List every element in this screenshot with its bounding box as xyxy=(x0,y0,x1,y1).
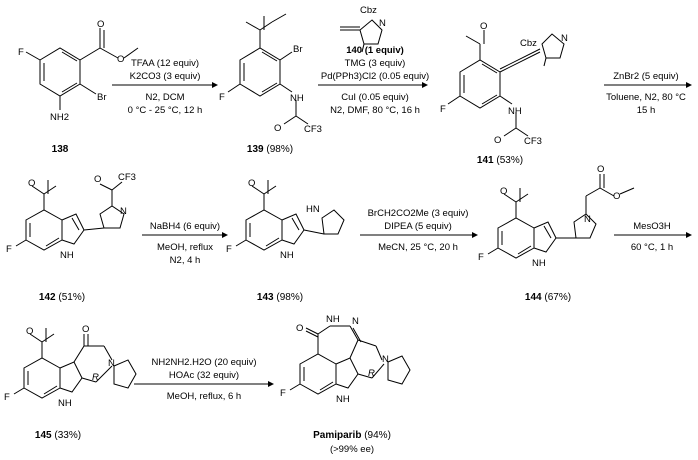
atom-nh2: NH2 xyxy=(50,112,69,123)
step5-reagent-2: DIPEA (5 equiv) xyxy=(384,221,452,232)
step2-reagent-3: Pd(PPh3)Cl2 (0.05 equiv) xyxy=(321,71,429,82)
compound-138-structure: F O O Br NH2 xyxy=(18,19,139,123)
compound-143-structure: F O NH HN xyxy=(226,178,345,261)
compound-label-141: 141 (53%) xyxy=(477,155,523,166)
atom-f: F xyxy=(4,392,10,403)
compound-label-145: 145 (33%) xyxy=(35,430,81,441)
atom-o: O xyxy=(248,178,255,189)
reaction-arrow-3 xyxy=(604,82,692,88)
atom-o: O xyxy=(296,323,303,334)
atom-o: O xyxy=(28,178,35,189)
atom-n: N xyxy=(352,316,359,327)
atom-nh: NH xyxy=(326,314,340,325)
step4-condition-1: MeOH, reflux xyxy=(157,242,213,253)
atom-n: N xyxy=(379,18,386,29)
atom-n: N xyxy=(561,33,568,44)
compound-139-structure: F Br NH O CF3 xyxy=(219,13,322,135)
compound-label-144: 144 (67%) xyxy=(525,292,571,303)
atom-o: O xyxy=(117,54,124,65)
atom-o: O xyxy=(480,21,487,32)
atom-br: Br xyxy=(97,92,107,103)
step5-reagent-1: BrCH2CO2Me (3 equiv) xyxy=(368,208,469,219)
compound-label-138: 138 xyxy=(52,144,69,155)
atom-n: N xyxy=(382,354,389,365)
atom-cf3: CF3 xyxy=(304,124,322,135)
atom-o: O xyxy=(82,324,89,335)
step6-reagent-1: MesO3H xyxy=(633,221,671,232)
atom-hn: HN xyxy=(306,204,320,215)
step1-condition-2: 0 °C - 25 °C, 12 h xyxy=(128,105,203,116)
step2-condition-2: N2, DMF, 80 °C, 16 h xyxy=(330,105,420,116)
atom-r: R xyxy=(92,372,99,383)
reaction-arrow-7 xyxy=(134,381,274,387)
atom-f: F xyxy=(440,104,446,115)
atom-nh: NH xyxy=(58,398,72,409)
atom-o: O xyxy=(500,186,507,197)
atom-n: N xyxy=(584,214,591,225)
atom-f: F xyxy=(6,244,12,255)
atom-cf3: CF3 xyxy=(524,136,542,147)
step4-condition-2: N2, 4 h xyxy=(170,255,201,266)
step4-reagent-1: NaBH4 (6 equiv) xyxy=(150,221,220,232)
atom-o: O xyxy=(26,326,33,337)
atom-o: O xyxy=(94,174,101,185)
atom-o: O xyxy=(274,123,281,134)
reaction-arrow-6 xyxy=(614,232,692,238)
compound-144-structure: F O NH N O O xyxy=(478,164,635,269)
step6-condition-1: 60 °C, 1 h xyxy=(631,242,673,253)
step3-reagent-1: ZnBr2 (5 equiv) xyxy=(613,71,678,82)
step1-reagent-1: TFAA (12 equiv) xyxy=(131,58,199,69)
atom-nh: NH xyxy=(532,258,546,269)
atom-cbz: Cbz xyxy=(520,38,537,49)
reaction-arrow-5 xyxy=(360,232,478,238)
compound-label-pamiparib: Pamiparib (94%) xyxy=(313,430,391,441)
compound-label-139: 139 (98%) xyxy=(247,144,293,155)
atom-br: Br xyxy=(293,44,303,55)
reaction-arrow-4 xyxy=(142,232,228,238)
compound-label-142: 142 (51%) xyxy=(39,292,85,303)
atom-o: O xyxy=(597,164,604,175)
atom-f: F xyxy=(226,244,232,255)
atom-n: N xyxy=(120,206,127,217)
compound-142-structure: F O NH O CF3 N xyxy=(6,172,136,261)
step7-reagent-2: HOAc (32 equiv) xyxy=(169,370,239,381)
atom-nh: NH xyxy=(290,93,304,104)
pamiparib-ee-note: (>99% ee) xyxy=(330,444,374,455)
atom-nh: NH xyxy=(60,250,74,261)
pamiparib-structure: F O NH N NH N R xyxy=(280,314,411,405)
compound-141-structure: F O Cbz N NH O CF3 xyxy=(440,21,568,147)
step5-condition-1: MeCN, 25 °C, 20 h xyxy=(378,242,458,253)
compound-145-structure: F O O NH N R xyxy=(4,324,137,409)
atom-n: N xyxy=(108,358,115,369)
step3-condition-1: Toluene, N2, 80 °C xyxy=(606,92,686,103)
atom-cf3: CF3 xyxy=(118,172,136,183)
step2-reagent-1: 140 (1 equiv) xyxy=(346,45,404,56)
reaction-arrow-1 xyxy=(112,82,218,88)
atom-o: O xyxy=(97,19,104,30)
atom-cbz: Cbz xyxy=(360,5,377,16)
atom-o: O xyxy=(494,135,501,146)
reaction-arrow-2 xyxy=(318,82,428,88)
step3-condition-2: 15 h xyxy=(637,105,656,116)
step1-condition-1: N2, DCM xyxy=(145,92,184,103)
atom-nh: NH xyxy=(508,106,522,117)
step2-reagent-2: TMG (3 equiv) xyxy=(345,58,406,69)
atom-nh: NH xyxy=(336,394,350,405)
atom-f: F xyxy=(18,47,24,58)
atom-nh: NH xyxy=(280,250,294,261)
atom-r: R xyxy=(368,368,375,379)
atom-f: F xyxy=(478,252,484,263)
step7-condition-1: MeOH, reflux, 6 h xyxy=(167,391,241,402)
compound-label-143: 143 (98%) xyxy=(257,292,303,303)
atom-f: F xyxy=(219,92,225,103)
reagent-140-structure: Cbz N xyxy=(340,5,386,53)
atom-o: O xyxy=(613,191,620,202)
step2-condition-1: CuI (0.05 equiv) xyxy=(341,92,409,103)
step7-reagent-1: NH2NH2.H2O (20 equiv) xyxy=(151,357,256,368)
step1-reagent-2: K2CO3 (3 equiv) xyxy=(130,71,201,82)
atom-f: F xyxy=(280,388,286,399)
